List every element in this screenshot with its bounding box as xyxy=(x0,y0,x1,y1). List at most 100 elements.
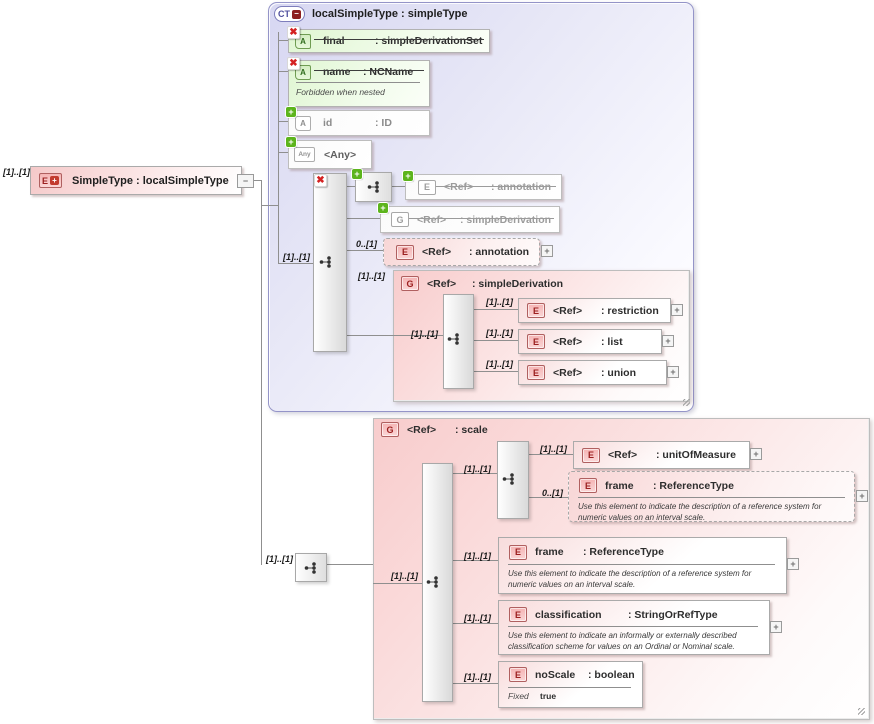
element-type: : annotation xyxy=(469,246,530,258)
connector-line xyxy=(345,186,355,187)
attribute-id[interactable]: A id : ID xyxy=(288,110,430,136)
cardinality-label: [1]..[1] xyxy=(464,613,491,623)
connector-line xyxy=(527,454,573,455)
element-ref-annotation[interactable]: E <Ref> : annotation xyxy=(383,238,540,266)
element-name: <Ref> xyxy=(422,246,452,258)
complextype-title: localSimpleType : simpleType xyxy=(312,8,468,20)
element-name: <Ref> xyxy=(553,304,583,317)
element-classification[interactable]: E classification : StringOrRefType xyxy=(498,600,770,655)
attribute-note: Forbidden when nested xyxy=(296,87,385,97)
connector-line xyxy=(261,205,278,206)
element-name: frame xyxy=(535,546,564,558)
connector-line xyxy=(390,186,405,187)
element-icon: E xyxy=(582,447,600,463)
separator-line xyxy=(296,82,420,83)
group-name: <Ref> xyxy=(417,213,447,226)
connector-line xyxy=(472,340,518,341)
group-type: : scale xyxy=(455,423,488,436)
fixed-value: true xyxy=(540,691,557,701)
expand-button[interactable]: + xyxy=(856,490,868,502)
any-attribute-icon: Any xyxy=(294,147,315,162)
element-ref-restriction[interactable]: E <Ref> : restriction xyxy=(518,298,671,323)
expand-button[interactable]: + xyxy=(770,621,782,633)
cardinality-label: [1]..[1] xyxy=(540,444,567,454)
expand-button[interactable]: + xyxy=(750,448,762,460)
cardinality-label: [1]..[1] xyxy=(411,329,438,339)
complextype-header: CT − localSimpleType : simpleType xyxy=(274,6,467,22)
attribute-any[interactable]: Any <Any> xyxy=(288,140,372,169)
collapse-button[interactable]: − xyxy=(237,174,254,188)
element-doc: Use this element to indicate an informal… xyxy=(508,626,758,652)
cardinality-label: [1]..[1] xyxy=(464,672,491,682)
attribute-label: <Any> xyxy=(324,148,357,161)
removed-badge-icon: ✖ xyxy=(314,174,327,187)
element-ref-union[interactable]: E <Ref> : union xyxy=(518,360,667,385)
connector-line xyxy=(278,40,288,41)
element-ref-annotation-removed[interactable]: E <Ref> : annotation xyxy=(405,174,562,200)
connector-line xyxy=(451,683,498,684)
connector-line xyxy=(472,309,518,310)
element-ref-list[interactable]: E <Ref> : list xyxy=(518,329,662,354)
expand-button[interactable]: + xyxy=(667,366,679,378)
attribute-final[interactable]: A final : simpleDerivationSet xyxy=(288,29,490,53)
cardinality-label: [1]..[1] xyxy=(464,464,491,474)
resize-handle-icon[interactable] xyxy=(858,708,865,715)
attribute-type: : ID xyxy=(375,117,392,129)
element-simpletype[interactable]: E+ SimpleType : localSimpleType xyxy=(30,166,242,195)
connector-line xyxy=(278,152,288,153)
cardinality-label: [1]..[1] xyxy=(486,297,513,307)
expand-button[interactable]: + xyxy=(787,558,799,570)
choice-icon xyxy=(447,333,459,345)
element-icon: E xyxy=(509,667,527,682)
removed-badge-icon: ✖ xyxy=(287,26,300,39)
strikethrough-line xyxy=(409,218,554,219)
choice-icon xyxy=(304,561,316,574)
connector-line xyxy=(527,497,568,498)
resize-handle-icon[interactable] xyxy=(683,399,690,406)
element-type: : ReferenceType xyxy=(653,479,734,492)
element-icon: E xyxy=(418,179,436,195)
expand-button[interactable]: + xyxy=(671,304,683,316)
element-ref-unitofmeasure[interactable]: E <Ref> : unitOfMeasure xyxy=(573,441,750,469)
choice-icon xyxy=(319,256,331,268)
element-type: : ReferenceType xyxy=(583,546,664,558)
connector-line xyxy=(451,560,498,561)
connector-line xyxy=(325,564,373,565)
cardinality-label: 0..[1] xyxy=(356,239,378,249)
attribute-name: final xyxy=(323,35,345,47)
strikethrough-line xyxy=(314,39,484,40)
cardinality-label: [1]..[1] xyxy=(3,167,30,177)
element-type: : StringOrRefType xyxy=(628,608,718,621)
element-name: <Ref> xyxy=(608,449,638,461)
choice-bar[interactable] xyxy=(443,294,474,389)
element-icon: E xyxy=(527,334,545,349)
element-type: : unitOfMeasure xyxy=(656,449,736,461)
complextype-icon: CT − xyxy=(274,6,305,22)
choice-compositor[interactable] xyxy=(295,553,327,582)
attribute-type: : NCName xyxy=(363,66,414,78)
connector-line xyxy=(373,583,422,584)
element-type: : restriction xyxy=(601,304,659,317)
group-type: : simpleDerivation xyxy=(460,213,552,226)
element-icon: E xyxy=(509,607,527,622)
attribute-name-attr[interactable]: A name : NCName xyxy=(288,60,430,107)
element-frame-optional[interactable]: E frame : ReferenceType xyxy=(568,471,855,522)
group-ref-simplederivation-removed[interactable]: G <Ref> : simpleDerivation xyxy=(380,206,560,233)
element-noscale[interactable]: E noScale : boolean xyxy=(498,661,643,708)
element-name: <Ref> xyxy=(553,366,583,379)
collapse-icon[interactable]: − xyxy=(292,9,301,19)
attribute-type: : simpleDerivationSet xyxy=(375,35,483,47)
element-type: : list xyxy=(601,335,623,348)
connector-line xyxy=(451,473,497,474)
expand-button[interactable]: + xyxy=(662,335,674,347)
cardinality-label: [1]..[1] xyxy=(486,328,513,338)
element-frame[interactable]: E frame : ReferenceType xyxy=(498,537,787,594)
element-type: : boolean xyxy=(588,668,635,681)
cardinality-label: [1]..[1] xyxy=(391,571,418,581)
group-icon: G xyxy=(401,276,419,291)
removed-badge-icon: ✖ xyxy=(287,57,300,70)
attribute-icon: A xyxy=(295,115,311,131)
connector-line xyxy=(278,71,288,72)
expand-button[interactable]: + xyxy=(541,245,553,257)
separator-line xyxy=(508,687,631,688)
